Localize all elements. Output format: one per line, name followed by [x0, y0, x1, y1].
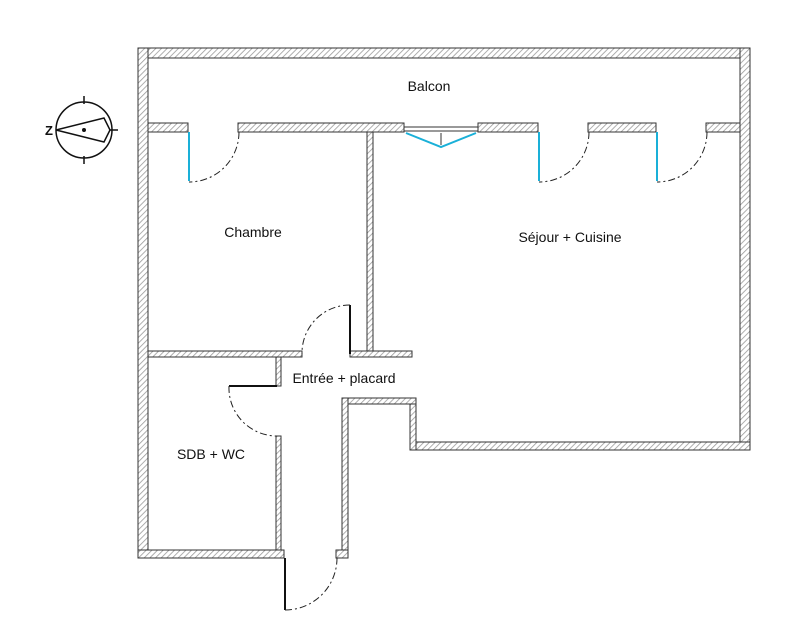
balcony-door-chambre — [188, 131, 240, 183]
wall-chambre-bottom-2 — [349, 350, 413, 358]
room-label-sejour: Séjour + Cuisine — [518, 229, 621, 245]
wall-right — [739, 47, 751, 451]
compass-letter-z: Z — [45, 123, 53, 138]
wall-balcony-2 — [237, 122, 405, 133]
balcony-door-sejour-1 — [538, 131, 590, 183]
wall-step-vertical — [409, 397, 417, 451]
sdb-door — [228, 385, 278, 437]
wall-step-horizontal — [341, 397, 417, 405]
room-label-balcon: Balcon — [408, 78, 451, 94]
room-label-chambre: Chambre — [224, 224, 282, 240]
room-label-entree: Entrée + placard — [292, 370, 395, 386]
wall-left — [137, 47, 149, 559]
wall-sdb-entree-1 — [275, 356, 282, 387]
wall-chambre-sejour — [366, 131, 374, 355]
wall-balcony-3 — [477, 122, 539, 133]
balcony-door-sejour-2 — [656, 131, 708, 183]
wall-balcony-5 — [705, 122, 741, 133]
chambre-door — [301, 304, 351, 355]
wall-sdb-entree-2 — [275, 435, 282, 551]
wall-bottom-right — [409, 441, 751, 451]
entrance-door — [284, 557, 338, 611]
balcony-window-double — [404, 126, 478, 149]
wall-bottom-left — [137, 549, 285, 559]
room-label-sdb: SDB + WC — [177, 446, 245, 462]
wall-entrance-right — [341, 397, 349, 559]
wall-chambre-bottom-1 — [147, 350, 303, 358]
wall-balcony-1 — [147, 122, 189, 133]
north-compass: Z — [45, 96, 118, 164]
room-labels: Balcon Chambre Séjour + Cuisine Entrée +… — [177, 78, 622, 462]
wall-top — [137, 47, 751, 59]
doors — [188, 126, 708, 611]
wall-bottom-entrance — [335, 549, 349, 559]
walls — [137, 47, 751, 559]
wall-balcony-4 — [587, 122, 657, 133]
